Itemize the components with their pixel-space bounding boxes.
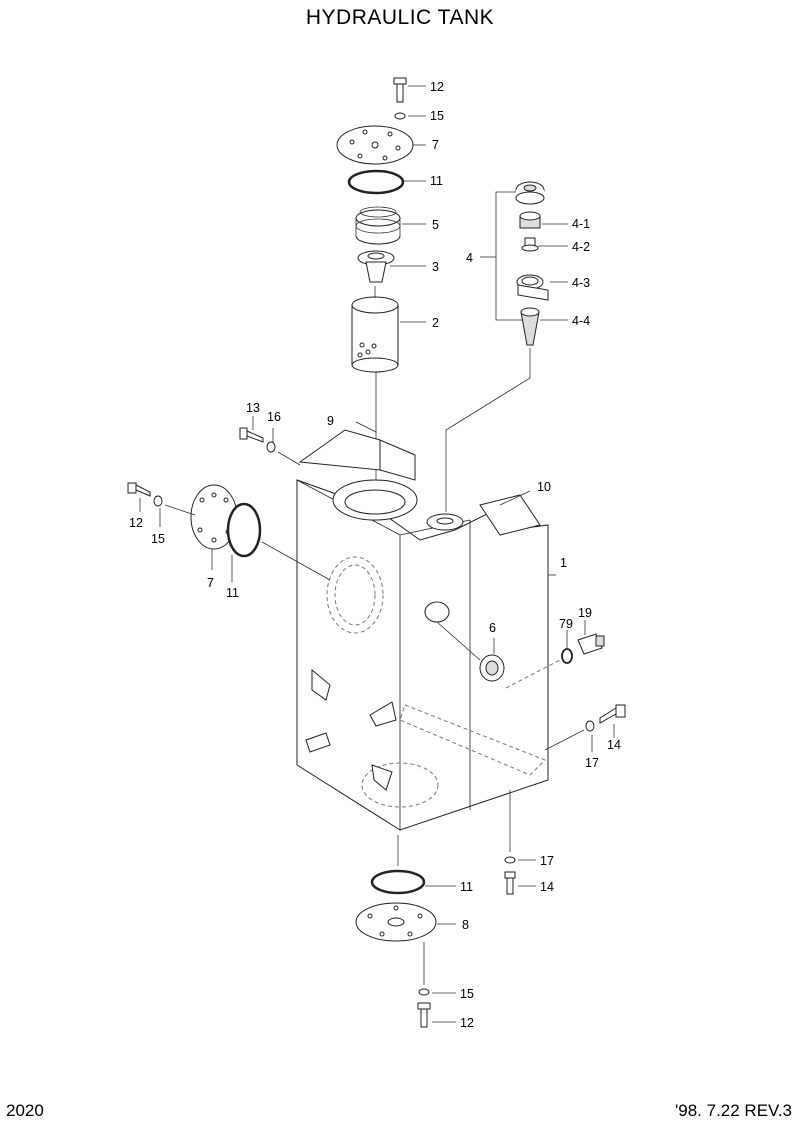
callout-7-top: 7 bbox=[432, 138, 439, 152]
callout-12-top: 12 bbox=[430, 80, 444, 94]
callout-11-left: 11 bbox=[226, 586, 239, 600]
washer-17-right bbox=[585, 720, 595, 732]
washer-17-bottom bbox=[504, 856, 516, 864]
revision-date: '98. 7.22 REV.3 bbox=[675, 1101, 792, 1120]
strainer-3 bbox=[357, 250, 395, 283]
washer-15-bottom bbox=[418, 988, 430, 996]
callout-17-bottom: 17 bbox=[540, 854, 554, 868]
washer-15-left bbox=[153, 495, 163, 507]
breather-4-4 bbox=[520, 307, 540, 346]
callout-17-right: 17 bbox=[585, 756, 599, 770]
callout-15-bottom: 15 bbox=[460, 987, 474, 1001]
cover-8 bbox=[355, 902, 437, 942]
callout-8: 8 bbox=[462, 918, 469, 932]
callout-15-left: 15 bbox=[151, 532, 165, 546]
bolt-12-top bbox=[393, 77, 407, 103]
callout-4-4: 4-4 bbox=[572, 314, 590, 328]
cover-7-left bbox=[190, 484, 238, 550]
callout-12-left: 12 bbox=[129, 516, 143, 530]
callout-14-right: 14 bbox=[607, 738, 621, 752]
washer-16 bbox=[266, 441, 276, 453]
spring-5 bbox=[355, 206, 401, 245]
page-title: HYDRAULIC TANK bbox=[305, 6, 495, 29]
callout-6: 6 bbox=[489, 621, 496, 635]
callout-9: 9 bbox=[327, 414, 334, 428]
sight-gauge-6 bbox=[479, 654, 505, 682]
tank-body-1 bbox=[296, 429, 549, 831]
o-ring-11-left bbox=[226, 502, 262, 558]
bolt-14-right bbox=[599, 704, 626, 724]
callout-4-2: 4-2 bbox=[572, 240, 590, 254]
bolt-13 bbox=[239, 427, 264, 443]
breather-cap bbox=[515, 181, 545, 205]
cover-7-top bbox=[336, 125, 414, 165]
breather-4-3 bbox=[516, 274, 549, 301]
page-number: 2020 bbox=[6, 1101, 44, 1120]
o-ring-11-bottom bbox=[370, 869, 426, 895]
callout-3: 3 bbox=[432, 260, 439, 274]
o-ring-79 bbox=[561, 648, 573, 664]
callout-79: 79 bbox=[559, 617, 573, 631]
callout-4-3: 4-3 bbox=[572, 276, 590, 290]
breather-4-2 bbox=[521, 237, 539, 252]
filter-element-2 bbox=[351, 286, 399, 373]
callout-12-bottom: 12 bbox=[460, 1016, 474, 1030]
washer-15-top bbox=[394, 112, 406, 120]
callout-4: 4 bbox=[466, 251, 473, 265]
callout-11-top: 11 bbox=[430, 174, 443, 188]
callout-11-bottom: 11 bbox=[460, 880, 473, 894]
bolt-12-left bbox=[127, 482, 151, 497]
callout-16: 16 bbox=[267, 410, 281, 424]
breather-4-1 bbox=[519, 211, 541, 229]
callout-2: 2 bbox=[432, 316, 439, 330]
callout-4-1: 4-1 bbox=[572, 217, 590, 231]
o-ring-11-top bbox=[347, 169, 405, 195]
callout-15-top: 15 bbox=[430, 109, 444, 123]
sensor-19 bbox=[577, 633, 605, 655]
callout-14-bottom: 14 bbox=[540, 880, 554, 894]
callout-7-left: 7 bbox=[207, 576, 214, 590]
callout-5: 5 bbox=[432, 218, 439, 232]
bolt-14-bottom bbox=[504, 871, 516, 895]
bolt-12-bottom bbox=[417, 1002, 431, 1028]
callout-1: 1 bbox=[560, 556, 567, 570]
callout-10: 10 bbox=[537, 480, 551, 494]
callout-19: 19 bbox=[578, 606, 592, 620]
callout-13: 13 bbox=[246, 401, 260, 415]
